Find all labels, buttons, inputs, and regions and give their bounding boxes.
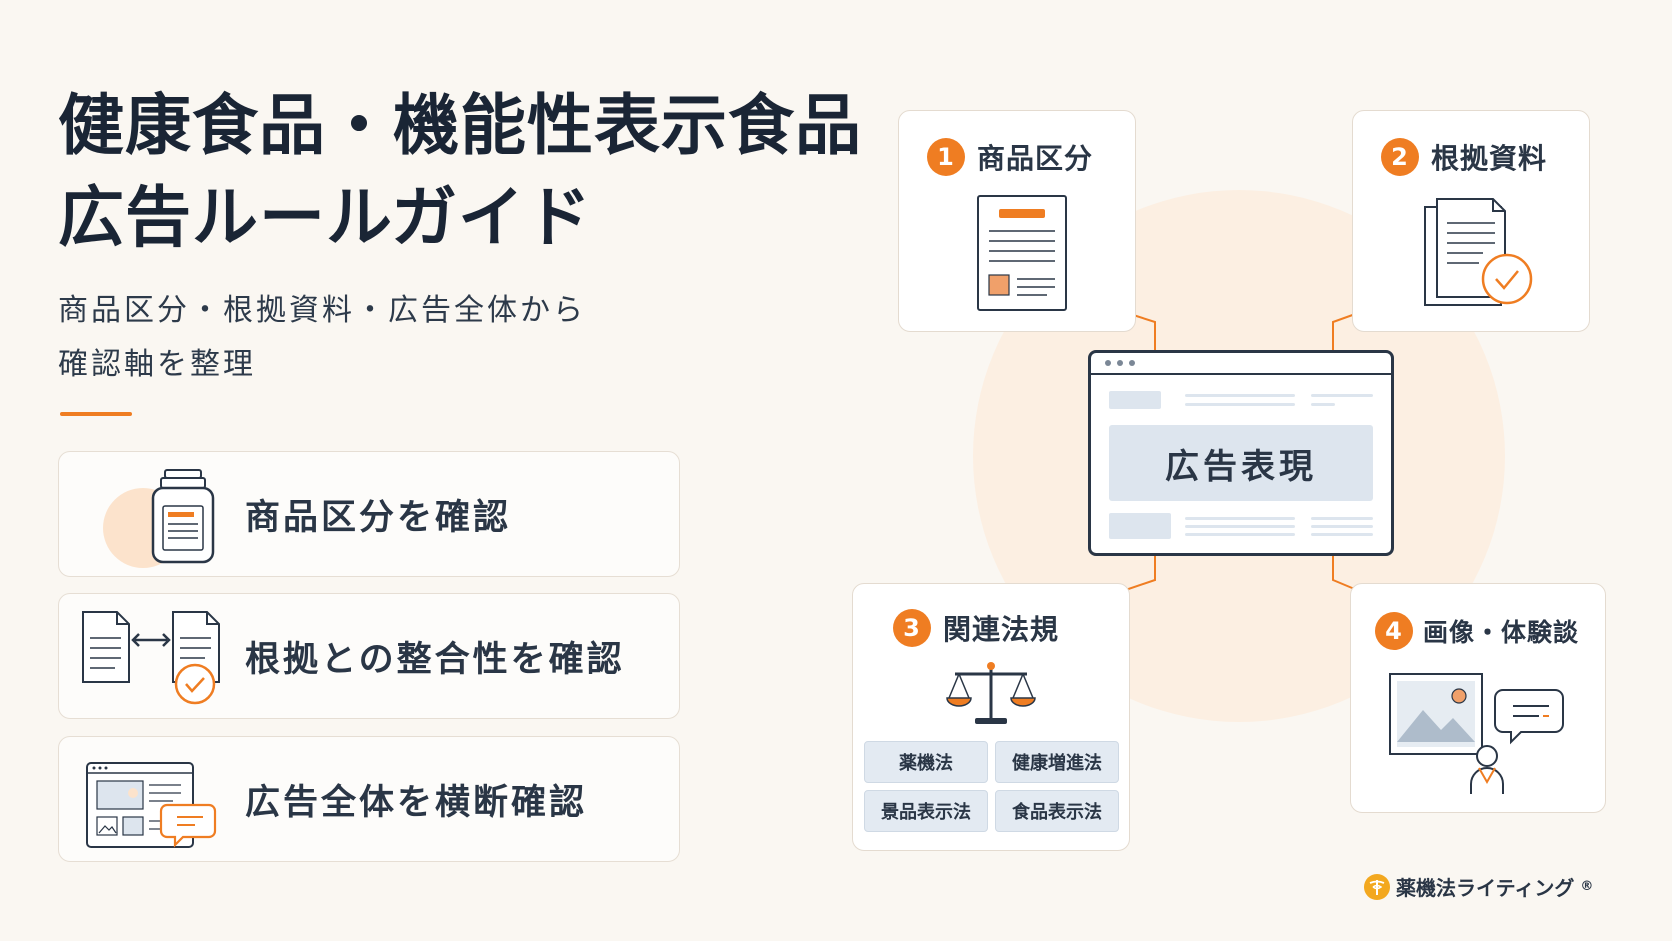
document-icon: [977, 195, 1067, 315]
box-header: 3 関連法規: [893, 608, 1059, 648]
scales-icon: [945, 660, 1037, 730]
ad-expression-label: 広告表現: [1109, 425, 1373, 501]
box-header: 2 根拠資料: [1381, 137, 1547, 177]
step-number-badge: 1: [927, 138, 965, 176]
placeholder-line: [1185, 517, 1295, 520]
step-number-badge: 4: [1375, 612, 1413, 650]
law-tag-health-promotion: 健康増進法: [995, 741, 1119, 783]
check-card-category: 商品区分を確認: [58, 451, 680, 577]
verified-documents-icon: [1423, 197, 1535, 315]
window-dot: [1105, 360, 1111, 366]
subtitle-line-1: 商品区分・根拠資料・広告全体から: [58, 293, 586, 328]
document-compare-icon: [81, 604, 221, 710]
image-testimonial-icon: [1389, 672, 1569, 800]
placeholder-line: [1311, 403, 1335, 406]
page-subtitle: 商品区分・根拠資料・広告全体から 確認軸を整理: [58, 284, 586, 392]
step-number-badge: 3: [893, 609, 931, 647]
placeholder-line: [1311, 525, 1373, 528]
step-number-badge: 2: [1381, 138, 1419, 176]
subtitle-line-2: 確認軸を整理: [58, 347, 256, 382]
placeholder-line: [1311, 533, 1373, 536]
law-tag-premiums-representation: 景品表示法: [864, 790, 988, 832]
placeholder-line: [1185, 403, 1295, 406]
check-card-label: 広告全体を横断確認: [245, 782, 588, 823]
placeholder-line: [1185, 533, 1295, 536]
placeholder-line: [1311, 394, 1373, 397]
box-label: 根拠資料: [1431, 142, 1548, 175]
box-product-category: 1 商品区分: [898, 110, 1136, 332]
brand-logo: 薬機法ライティング ®: [1364, 872, 1593, 901]
window-titlebar: [1091, 353, 1391, 375]
registered-mark: ®: [1580, 879, 1594, 894]
page-title: 健康食品・機能性表示食品 広告ルールガイド: [58, 80, 862, 264]
check-card-evidence: 根拠との整合性を確認: [58, 593, 680, 719]
browser-window-icon: 広告表現: [1088, 350, 1394, 556]
title-line-1: 健康食品・機能性表示食品: [58, 87, 862, 164]
window-dot: [1129, 360, 1135, 366]
check-card-label: 商品区分を確認: [245, 497, 512, 538]
caduceus-icon: [1364, 873, 1390, 900]
placeholder-line: [1185, 525, 1295, 528]
brand-name: 薬機法ライティング: [1396, 876, 1575, 900]
supplement-bottle-icon: [81, 462, 221, 568]
placeholder-block: [1109, 513, 1171, 539]
law-tag-yakkiho: 薬機法: [864, 741, 988, 783]
check-card-label: 根拠との整合性を確認: [245, 639, 625, 680]
placeholder-line: [1185, 394, 1295, 397]
box-label: 関連法規: [943, 613, 1060, 646]
accent-divider: [60, 412, 132, 416]
webpage-review-icon: [81, 747, 221, 853]
box-header: 4 画像・体験談: [1375, 612, 1579, 650]
law-tag-food-labeling: 食品表示法: [995, 790, 1119, 832]
check-card-overall: 広告全体を横断確認: [58, 736, 680, 862]
box-header: 1 商品区分: [927, 137, 1093, 177]
box-label: 商品区分: [977, 142, 1094, 175]
title-line-2: 広告ルールガイド: [58, 179, 593, 256]
box-label: 画像・体験談: [1423, 618, 1580, 647]
placeholder-block: [1109, 391, 1161, 409]
box-related-laws: 3 関連法規 薬機法 健康増進法 景品表示法 食品表示法: [852, 583, 1130, 851]
window-dot: [1117, 360, 1123, 366]
placeholder-line: [1311, 517, 1373, 520]
box-evidence-documents: 2 根拠資料: [1352, 110, 1590, 332]
box-images-testimonials: 4 画像・体験談: [1350, 583, 1606, 813]
